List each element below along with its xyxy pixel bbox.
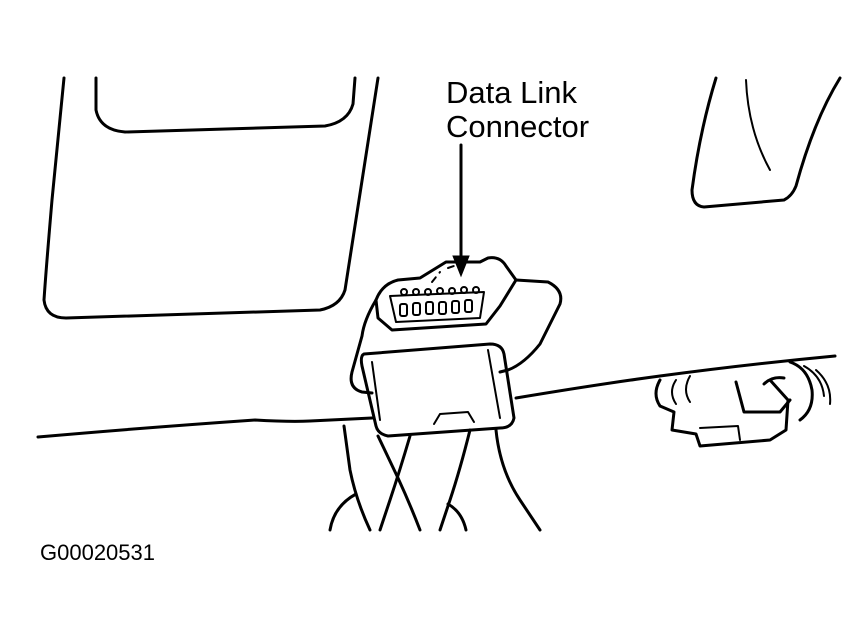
connector-pins-lower [399,299,473,317]
connector-pins-upper [400,286,480,296]
lower-support-bracket [328,424,542,532]
right-harness-assembly [654,360,832,448]
connector-cover-flap [359,342,516,438]
callout-leader-arrow [452,143,470,278]
callout-label: Data Link Connector [446,76,589,144]
callout-label-line1: Data Link [446,75,577,110]
data-link-connector [349,256,563,395]
right-trim-panel [690,76,842,209]
figure-id-label: G00020531 [40,540,155,565]
lower-dash-panel [42,76,380,320]
callout-label-line2: Connector [446,109,590,144]
dash-lower-edge [36,354,837,439]
